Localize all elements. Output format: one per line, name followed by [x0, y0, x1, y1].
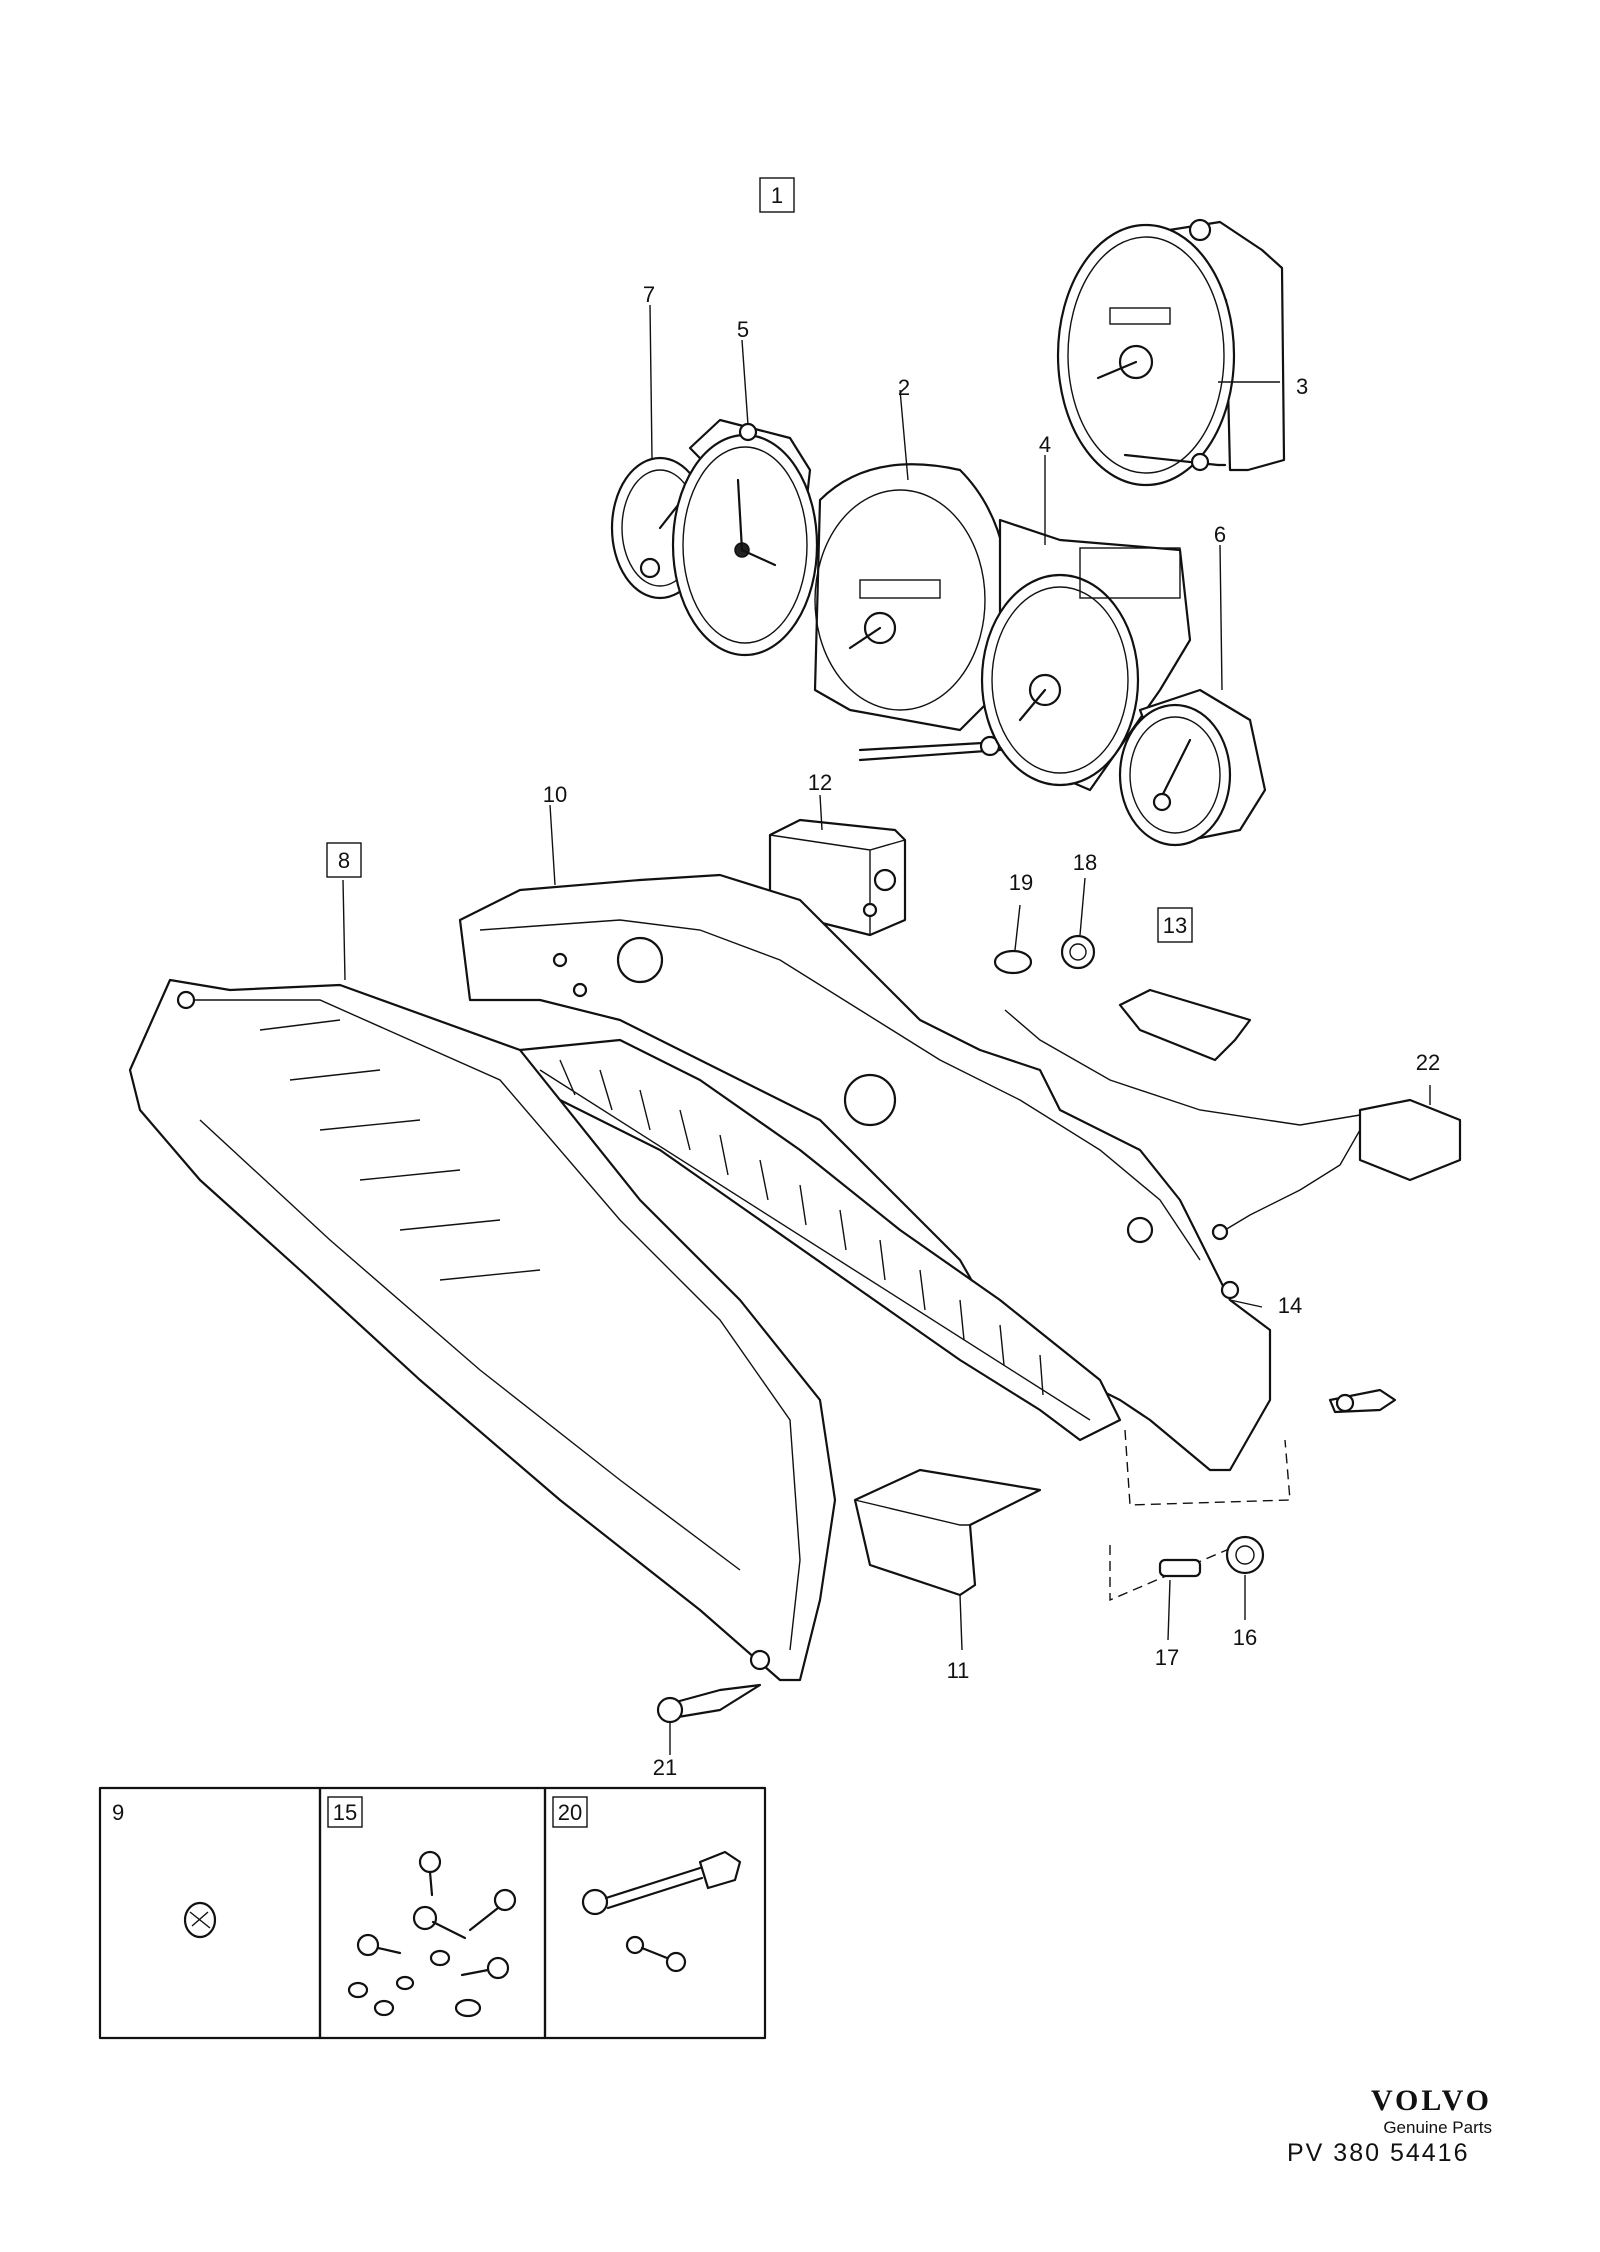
- callout-1: 1: [771, 183, 783, 208]
- part-3-speedometer: [1056, 218, 1286, 487]
- part-13-connector: [1118, 988, 1252, 1062]
- callout-21: 21: [653, 1755, 677, 1780]
- callout-labels: 1 2 3 4 5 6 7 8 10 11 12 13 14 16 17 18 …: [326, 177, 1440, 1780]
- part-8-lens-cover: [128, 978, 837, 1682]
- callout-22: 22: [1416, 1050, 1440, 1075]
- part-21-screw: [656, 1683, 762, 1724]
- part-2-speedometer: [813, 463, 1012, 762]
- callout-19: 19: [1009, 870, 1033, 895]
- leader-lines: [342, 304, 1431, 1755]
- callout-6: 6: [1214, 522, 1226, 547]
- genuine-parts-label: Genuine Parts: [1383, 2118, 1492, 2137]
- part-22-sensor: [1004, 1009, 1462, 1241]
- part-15-screws: [347, 1850, 517, 2018]
- part-9-plug: [183, 1901, 217, 1939]
- callout-15: 15: [333, 1800, 357, 1825]
- part-18-socket: [1060, 934, 1096, 970]
- callout-5: 5: [737, 317, 749, 342]
- callout-8: 8: [338, 848, 350, 873]
- part-14-rear-grille: [518, 1038, 1122, 1442]
- callout-4: 4: [1039, 432, 1051, 457]
- callout-17: 17: [1155, 1645, 1179, 1670]
- volvo-logo: VOLVO: [1370, 2084, 1492, 2117]
- part-16-17-bulb-holder: [1109, 1388, 1397, 1602]
- callout-18: 18: [1073, 850, 1097, 875]
- callout-7: 7: [643, 282, 655, 307]
- part-6-small-gauge: [1118, 688, 1267, 847]
- callout-20: 20: [558, 1800, 582, 1825]
- callout-14: 14: [1278, 1293, 1302, 1318]
- part-11-clip: [853, 1468, 1042, 1597]
- part-4-tachometer: [980, 518, 1192, 792]
- callout-11: 11: [947, 1658, 970, 1683]
- part-5-clock: [671, 418, 819, 657]
- volvo-branding: VOLVO Genuine Parts PV 380 54416: [1282, 2084, 1492, 2168]
- callout-12: 12: [808, 770, 832, 795]
- callout-3: 3: [1296, 374, 1308, 399]
- callout-2: 2: [898, 375, 910, 400]
- inset-panels: 9 15 20: [98, 1786, 767, 2040]
- callout-16: 16: [1233, 1625, 1257, 1650]
- callout-13: 13: [1163, 913, 1187, 938]
- part-19-bulb: [993, 949, 1033, 975]
- part-20-strap: [581, 1850, 742, 1973]
- part-14-housing: [458, 873, 1272, 1472]
- diagram-code: PV 380 54416: [1287, 2139, 1470, 2167]
- callout-10: 10: [543, 782, 567, 807]
- callout-9: 9: [112, 1800, 124, 1825]
